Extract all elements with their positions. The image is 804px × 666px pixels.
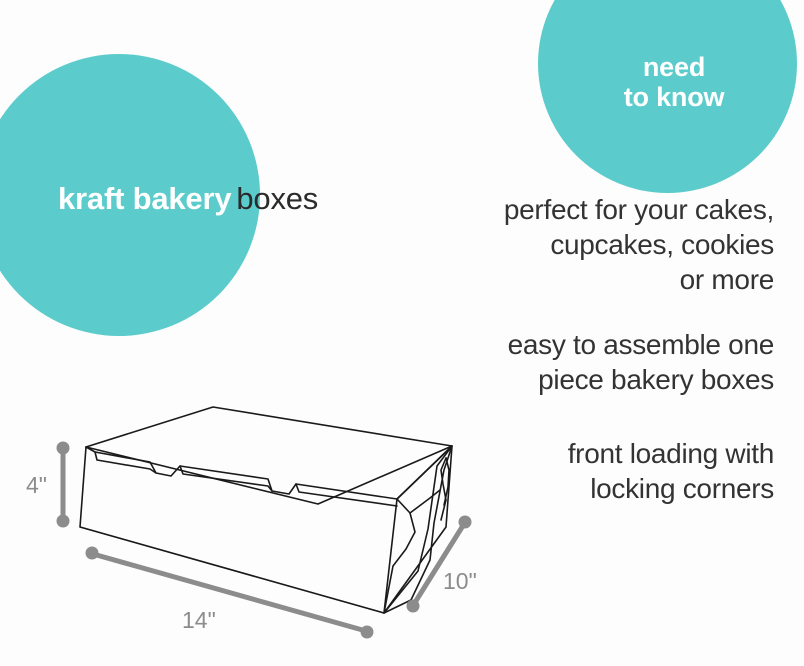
page-title-emphasis: kraft bakery [58,181,232,216]
dimension-label-height: 4" [26,472,47,498]
feature-line: easy to assemble one [507,329,775,360]
feature-line: piece bakery boxes [538,364,774,395]
feature-line: locking corners [590,473,774,504]
feature-text-front-loading: front loading with locking corners [314,436,775,506]
feature-line: or more [679,264,775,295]
dimension-line-height [56,441,70,528]
feature-line: cupcakes, cookies [550,229,774,260]
need-to-know-line-1: need [642,52,706,82]
need-to-know-badge: need to know [538,52,804,112]
feature-text-assembly: easy to assemble one piece bakery boxes [314,327,775,397]
feature-line: perfect for your cakes, [503,194,774,225]
feature-text-cakes: perfect for your cakes, cupcakes, cookie… [314,192,774,297]
dimension-label-depth: 10" [443,568,477,594]
dimension-label-width: 14" [182,607,216,633]
page-title-rest: boxes [236,181,319,216]
dimension-line-depth [406,515,472,613]
need-to-know-line-2: to know [623,82,725,112]
dimension-line-width [85,546,374,639]
teal-circle-headline [0,54,260,336]
feature-line: front loading with [567,438,775,469]
